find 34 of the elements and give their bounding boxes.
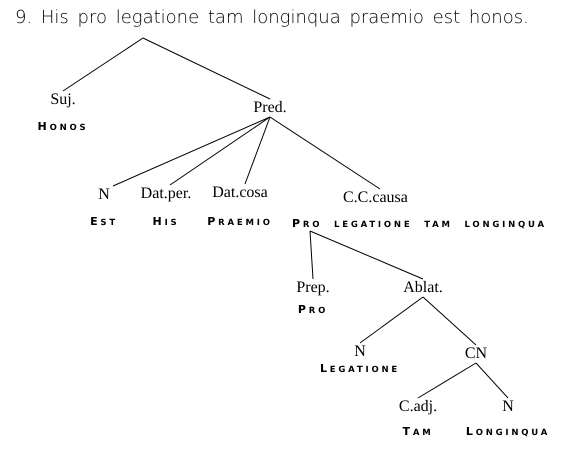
latin-word: PRO LEGATIONE TAM LONGINQUA	[292, 218, 547, 231]
tree-branch-line	[244, 116, 270, 184]
latin-word: LEGATIONE	[320, 363, 400, 376]
syntax-function-label: N	[354, 343, 366, 361]
syntax-function-label: N	[98, 186, 110, 204]
syntax-function-label: C.C.causa	[343, 189, 408, 207]
tree-branch-line	[418, 362, 476, 398]
latin-word: EST	[90, 216, 118, 229]
syntax-function-label: Ablat.	[403, 279, 443, 297]
latin-word: HONOS	[38, 121, 88, 134]
syntax-function-label: Suj.	[50, 91, 76, 109]
syntax-function-label: N	[502, 398, 514, 416]
syntax-function-label: Dat.per.	[140, 185, 192, 203]
latin-word: PRO	[298, 304, 328, 317]
tree-branch-line	[360, 296, 424, 344]
tree-branch-line	[310, 230, 314, 280]
sentence-text: 9. His pro legatione tam longinqua praemio est honos.	[15, 7, 529, 29]
syntax-function-label: Dat.cosa	[212, 184, 268, 202]
syntax-function-label: CN	[464, 345, 488, 363]
tree-branch-line	[62, 38, 144, 92]
tree-branch-line	[476, 362, 508, 398]
tree-branch-line	[310, 230, 424, 280]
tree-branch-line	[270, 116, 380, 190]
tree-branch-line	[422, 296, 476, 346]
latin-word: TAM	[402, 426, 434, 439]
latin-word: PRAEMIO	[207, 216, 273, 229]
tree-branch-line	[112, 116, 270, 186]
latin-word: HIS	[152, 216, 180, 229]
syntax-function-label: Pred.	[253, 99, 287, 117]
tree-branch-line	[142, 38, 270, 100]
syntax-function-label: Prep.	[296, 279, 330, 297]
latin-word: LONGINQUA	[466, 426, 550, 439]
tree-branch-line	[170, 116, 270, 186]
syntax-function-label: C.adj.	[398, 398, 438, 416]
